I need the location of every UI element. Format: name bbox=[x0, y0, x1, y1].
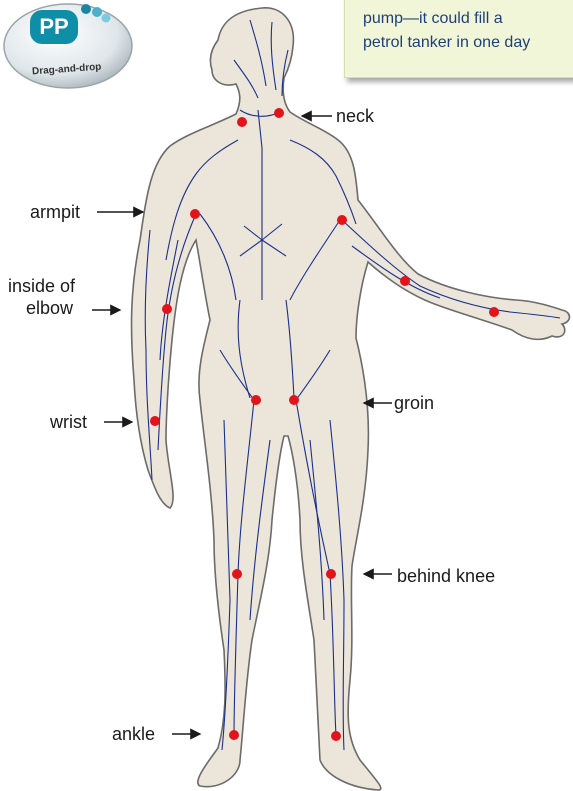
node-armpit-left[interactable] bbox=[190, 209, 200, 219]
node-neck-left[interactable] bbox=[237, 117, 247, 127]
node-knee-left[interactable] bbox=[232, 569, 242, 579]
label-behind-knee: behind knee bbox=[397, 566, 495, 586]
label-elbow-line1: inside of bbox=[8, 276, 75, 296]
node-wrist-left[interactable] bbox=[150, 416, 160, 426]
node-elbow-right[interactable] bbox=[400, 276, 410, 286]
node-groin-right[interactable] bbox=[289, 395, 299, 405]
label-elbow-line2: elbow bbox=[26, 298, 73, 318]
node-elbow-left[interactable] bbox=[162, 304, 172, 314]
label-neck: neck bbox=[336, 106, 374, 126]
node-wrist-right[interactable] bbox=[489, 307, 499, 317]
node-neck-right[interactable] bbox=[274, 108, 284, 118]
label-ankle: ankle bbox=[112, 724, 155, 744]
node-groin-left[interactable] bbox=[251, 395, 261, 405]
node-armpit-right[interactable] bbox=[337, 215, 347, 225]
label-armpit: armpit bbox=[30, 202, 80, 222]
label-groin: groin bbox=[394, 393, 434, 413]
node-knee-right[interactable] bbox=[326, 569, 336, 579]
node-ankle-left[interactable] bbox=[229, 730, 239, 740]
label-wrist: wrist bbox=[50, 412, 87, 432]
node-ankle-right[interactable] bbox=[331, 731, 341, 741]
